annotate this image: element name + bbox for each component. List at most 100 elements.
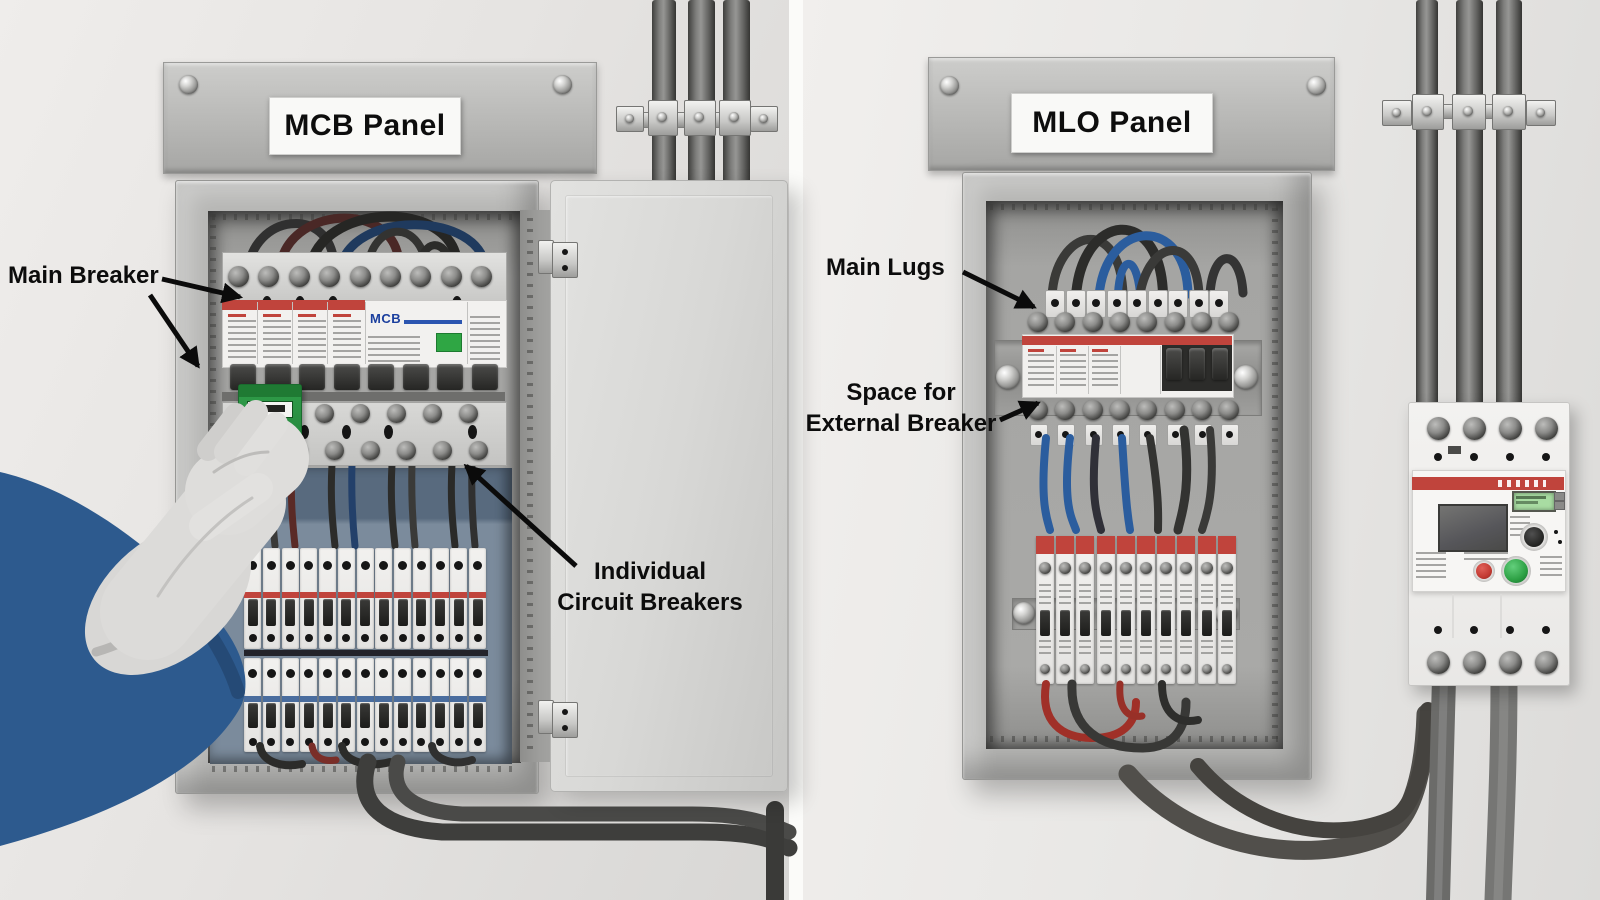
- main-breaker-toggle[interactable]: [299, 364, 325, 390]
- breaker-unit[interactable]: [337, 548, 355, 649]
- breaker-switch[interactable]: [397, 599, 408, 626]
- breaker-unit[interactable]: [394, 548, 411, 649]
- breaker-switch[interactable]: [303, 703, 314, 728]
- screw-icon: [1391, 107, 1401, 117]
- mcb-brand-label: MCB: [370, 311, 402, 326]
- device-red-button[interactable]: [1476, 563, 1492, 579]
- breaker-switch[interactable]: [247, 703, 258, 728]
- breaker-unit[interactable]: [412, 548, 430, 649]
- terminal-screw: [398, 561, 407, 570]
- lug-terminal[interactable]: [1045, 290, 1065, 318]
- breaker-unit[interactable]: [319, 548, 336, 649]
- breaker-unit[interactable]: [319, 658, 336, 752]
- breaker-switch[interactable]: [1100, 610, 1111, 636]
- breaker-switch[interactable]: [378, 703, 389, 728]
- main-breaker-toggle[interactable]: [368, 364, 394, 390]
- breaker-unit[interactable]: [1116, 536, 1135, 684]
- breaker-switch[interactable]: [1201, 610, 1212, 636]
- breaker-switch[interactable]: [360, 599, 370, 626]
- device-knob[interactable]: [1524, 527, 1544, 547]
- breaker-switch[interactable]: [1060, 610, 1071, 636]
- breaker-switch[interactable]: [1221, 610, 1232, 636]
- breaker-unit[interactable]: [1157, 536, 1176, 684]
- breaker-switch[interactable]: [285, 599, 295, 626]
- terminal-screw: [379, 561, 389, 570]
- breaker-switch[interactable]: [378, 599, 389, 626]
- main-lug-screw: [1109, 312, 1130, 332]
- breaker-switch[interactable]: [453, 703, 464, 728]
- breaker-unit[interactable]: [412, 658, 430, 752]
- lug-terminal[interactable]: [1127, 290, 1147, 318]
- main-breaker-toggle[interactable]: [472, 364, 498, 390]
- breaker-switch[interactable]: [341, 599, 352, 626]
- device-green-button[interactable]: [1504, 559, 1528, 583]
- main-breaker-toggle[interactable]: [334, 364, 360, 390]
- label-text-lines: [1079, 640, 1092, 658]
- breaker-toggle[interactable]: [1166, 348, 1182, 380]
- lug-terminal[interactable]: [1065, 290, 1086, 318]
- lcd-button[interactable]: [1554, 501, 1565, 510]
- main-breaker-toggle[interactable]: [437, 364, 463, 390]
- terminal-hole: [468, 425, 477, 439]
- main-breaker-toggle[interactable]: [403, 364, 429, 390]
- breaker-switch[interactable]: [341, 703, 352, 728]
- breaker-switch[interactable]: [1141, 610, 1151, 636]
- breaker-switch[interactable]: [435, 703, 445, 728]
- breaker-switch[interactable]: [416, 599, 427, 626]
- breaker-switch[interactable]: [416, 703, 427, 728]
- breaker-switch[interactable]: [360, 703, 370, 728]
- breaker-unit[interactable]: [300, 548, 318, 649]
- label-text-lines: [1180, 584, 1193, 606]
- device-pin-hole: [1506, 626, 1514, 634]
- breaker-switch[interactable]: [322, 599, 333, 626]
- breaker-switch[interactable]: [472, 599, 483, 626]
- left-panel-door[interactable]: [550, 180, 788, 792]
- breaker-stripe: [394, 696, 411, 702]
- breaker-switch[interactable]: [435, 599, 445, 626]
- breaker-unit[interactable]: [1197, 536, 1216, 684]
- label-text-lines: [1039, 584, 1051, 606]
- breaker-stripe: [412, 592, 430, 598]
- lug-terminal[interactable]: [1209, 290, 1229, 318]
- breaker-unit[interactable]: [394, 658, 411, 752]
- label-text-lines: [1039, 640, 1051, 658]
- lcd-button[interactable]: [1554, 492, 1565, 501]
- breaker-switch[interactable]: [322, 703, 333, 728]
- breaker-switch[interactable]: [1040, 610, 1050, 636]
- breaker-unit[interactable]: [1217, 536, 1236, 684]
- breaker-switch[interactable]: [1181, 610, 1192, 636]
- breaker-unit[interactable]: [1096, 536, 1115, 684]
- annotation-space-external: Space for External Breaker: [798, 377, 1004, 439]
- breaker-switch[interactable]: [303, 599, 314, 626]
- breaker-toggle[interactable]: [1212, 348, 1228, 380]
- breaker-toggle[interactable]: [1189, 348, 1205, 380]
- breaker-switch[interactable]: [1120, 610, 1131, 636]
- breaker-switch[interactable]: [266, 703, 277, 728]
- breaker-unit[interactable]: [450, 548, 468, 649]
- breaker-switch[interactable]: [472, 703, 483, 728]
- label-mark: [263, 314, 281, 317]
- breaker-unit[interactable]: [244, 658, 261, 752]
- breaker-unit[interactable]: [1076, 536, 1095, 684]
- breaker-unit[interactable]: [300, 658, 318, 752]
- breaker-switch[interactable]: [285, 703, 295, 728]
- lug-terminal[interactable]: [1147, 290, 1168, 318]
- breaker-switch[interactable]: [397, 703, 408, 728]
- breaker-switch[interactable]: [453, 599, 464, 626]
- breaker-unit[interactable]: [431, 548, 449, 649]
- terminal-screw: [454, 634, 463, 642]
- breaker-unit[interactable]: [469, 658, 486, 752]
- hinge-screw: [562, 709, 568, 715]
- terminal-screw: [1120, 664, 1131, 674]
- breaker-unit[interactable]: [375, 548, 393, 649]
- breaker-unit[interactable]: [1137, 536, 1155, 684]
- breaker-unit[interactable]: [1036, 536, 1054, 684]
- breaker-unit[interactable]: [1177, 536, 1196, 684]
- terminal-screw: [416, 669, 426, 678]
- breaker-switch[interactable]: [1161, 610, 1172, 636]
- breaker-unit[interactable]: [356, 548, 374, 649]
- breaker-top-label: [1056, 536, 1075, 554]
- breaker-switch[interactable]: [1080, 610, 1091, 636]
- breaker-unit[interactable]: [1056, 536, 1075, 684]
